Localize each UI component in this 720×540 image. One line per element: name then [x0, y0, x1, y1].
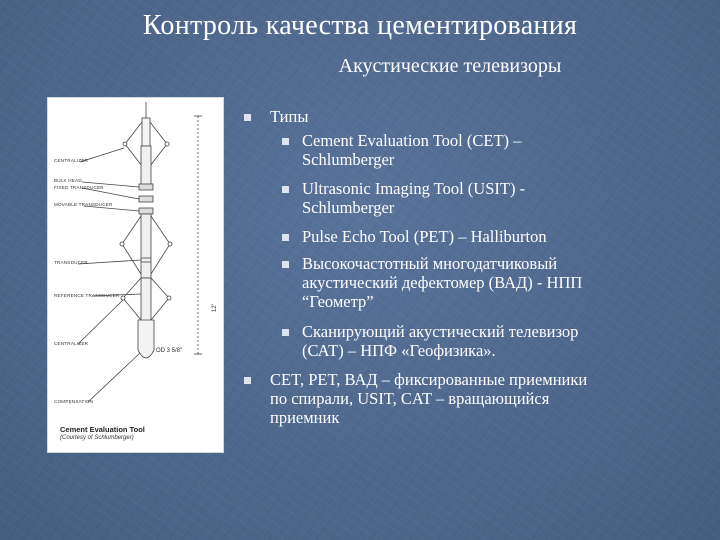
figure-label: CENTRALIZER	[54, 341, 89, 346]
slide-subtitle: Акустические телевизоры	[338, 55, 562, 77]
list-subitem-usit-cont: Schlumberger	[302, 198, 395, 217]
list-subitem-usit: Ultrasonic Imaging Tool (USIT) -	[302, 179, 526, 198]
list-subitem-vad: Высокочастотный многодатчиковый	[302, 254, 558, 273]
figure-label: BULK HEAD	[54, 178, 82, 183]
tool-figure: CENTRALIZER BULK HEAD FIXED TRANSDUCER M…	[47, 97, 224, 453]
figure-label: REFERENCE TRANSDUCER	[54, 293, 120, 298]
bullet-icon	[282, 329, 289, 336]
bullet-icon	[282, 186, 289, 193]
list-item-types: Типы	[270, 107, 309, 126]
figure-dimension-diameter: OD 3 5/8"	[156, 348, 183, 354]
list-subitem-cat: Сканирующий акустический телевизор	[302, 322, 579, 341]
list-subitem-vad-cont: акустический дефектомер (ВАД) - НПП	[302, 273, 583, 292]
list-subitem-pet: Pulse Echo Tool (PET) – Halliburton	[302, 227, 547, 246]
list-item-receivers-cont: приемник	[270, 408, 340, 427]
bullet-icon	[282, 138, 289, 145]
list-subitem-cet: Cement Evaluation Tool (CET) –	[302, 131, 522, 150]
list-subitem-cet-cont: Schlumberger	[302, 150, 395, 169]
figure-credit: (Courtesy of Schlumberger)	[60, 435, 134, 441]
list-subitem-vad-cont: “Геометр”	[302, 292, 374, 311]
bullet-icon	[282, 261, 289, 268]
slide-title: Контроль качества цементирования	[142, 10, 578, 41]
figure-label: TRANSDUCER	[54, 260, 88, 265]
bullet-icon	[282, 234, 289, 241]
bullet-icon	[244, 114, 251, 121]
figure-label: FIXED TRANSDUCER	[54, 185, 104, 190]
list-item-receivers: CET, PET, ВАД – фиксированные приемники	[270, 370, 588, 389]
figure-label: MOVABLE TRANSDUCER	[54, 202, 113, 207]
figure-caption: Cement Evaluation Tool	[60, 425, 145, 434]
list-subitem-cat-cont: (САТ) – НПФ «Геофизика».	[302, 341, 496, 360]
figure-label: CENTRALIZER	[54, 158, 89, 163]
tool-drawing	[77, 102, 202, 403]
bullet-icon	[244, 377, 251, 384]
figure-label: COMPENSATION	[54, 399, 94, 404]
figure-dimension-length: 12'	[212, 304, 218, 312]
list-item-receivers-cont: по спирали, USIT, CAT – вращающийся	[270, 389, 550, 408]
